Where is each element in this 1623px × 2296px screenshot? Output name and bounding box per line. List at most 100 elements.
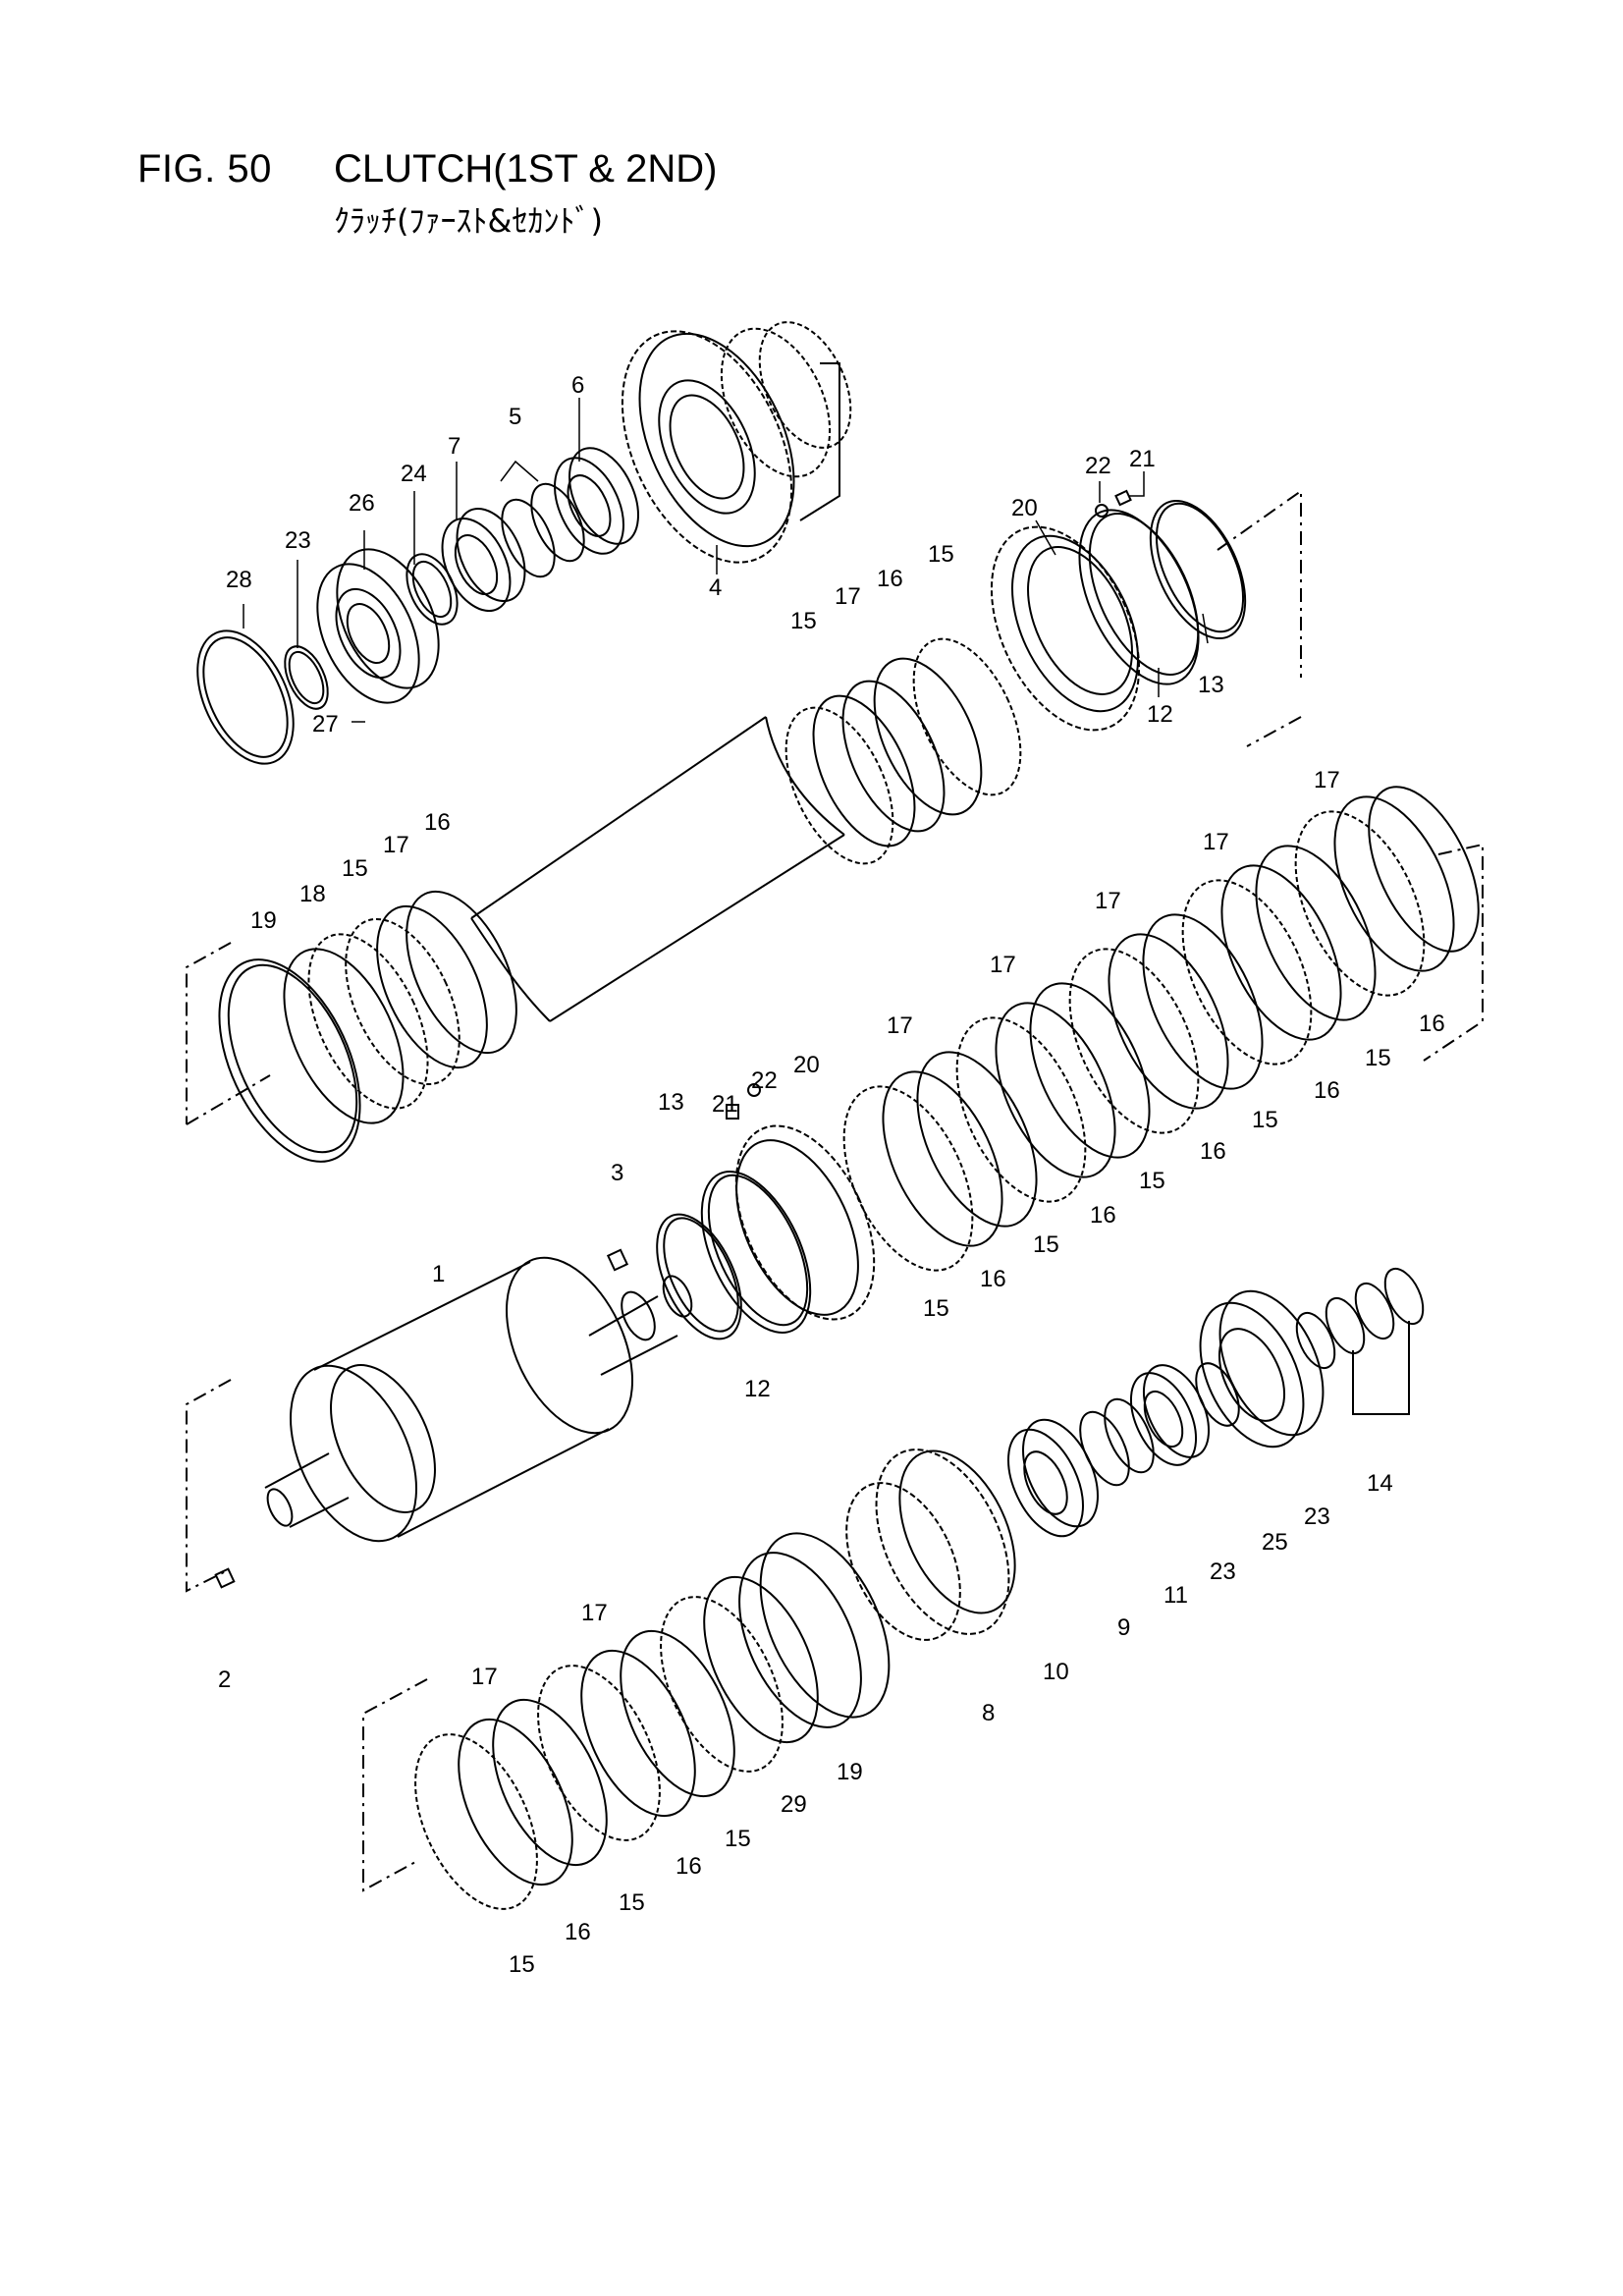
figure-number: FIG. 50: [137, 147, 272, 191]
bracket-middle-right: [1423, 843, 1484, 1062]
callout-18: 18: [299, 881, 326, 907]
figure-subtitle: ｸﾗｯﾁ(ﾌｧｰｽﾄ&ｾｶﾝﾄﾞ): [334, 202, 603, 240]
callout-11: 11: [1163, 1582, 1188, 1609]
callout-29: 29: [781, 1791, 807, 1818]
gear-4: [621, 321, 852, 564]
callout-15: 15: [619, 1889, 645, 1916]
callout-12: 12: [1147, 701, 1173, 728]
plates-middle-row: [842, 786, 1480, 1272]
callout-21: 21: [1129, 446, 1156, 472]
callout-10: 10: [1043, 1659, 1069, 1685]
callout-9: 9: [1117, 1614, 1130, 1641]
callout-15: 15: [928, 541, 954, 568]
callout-7: 7: [448, 433, 460, 460]
callout-17: 17: [887, 1012, 913, 1039]
callout-16: 16: [1314, 1077, 1340, 1104]
bearing-25: [1199, 1289, 1325, 1449]
seal-ring-12-lower: [700, 1171, 812, 1334]
callout-16: 16: [676, 1853, 702, 1880]
clutch-drum-20-lower: [734, 1124, 876, 1321]
plug-21-upper: [1114, 489, 1132, 507]
callout-23: 23: [285, 527, 311, 554]
plates-upper-right: [784, 637, 1022, 865]
ball-22-lower: [747, 1083, 761, 1097]
callout-17: 17: [990, 952, 1016, 978]
callout-13: 13: [1198, 672, 1224, 698]
clutch-drum-20-upper: [990, 525, 1141, 732]
snap-ring-28: [196, 629, 295, 765]
callout-16: 16: [565, 1919, 591, 1945]
callout-labels: 28 23 26 24 7 5 6 4 27 22 21 20 15 17 16…: [218, 372, 1445, 1978]
callout-15: 15: [725, 1826, 751, 1852]
snap-ring-19-left: [218, 958, 361, 1163]
callout-20: 20: [793, 1052, 820, 1078]
plug-3: [606, 1248, 629, 1272]
callout-6: 6: [571, 372, 584, 399]
callout-1: 1: [432, 1261, 445, 1287]
callout-24: 24: [401, 461, 427, 487]
callout-22: 22: [751, 1067, 778, 1094]
callout-14: 14: [1367, 1470, 1393, 1497]
callout-23: 23: [1210, 1558, 1236, 1585]
callout-2: 2: [218, 1667, 231, 1693]
bracket-lower-left: [362, 1678, 428, 1892]
callout-5: 5: [509, 404, 521, 430]
callout-15: 15: [1365, 1045, 1391, 1071]
callout-15: 15: [923, 1295, 949, 1322]
plug-21-lower: [726, 1104, 739, 1120]
seal-ring-13-lower: [656, 1213, 742, 1340]
bearing-7: [441, 507, 526, 613]
bracket-shaft: [186, 1379, 232, 1593]
callout-16: 16: [1090, 1202, 1116, 1229]
callout-17: 17: [581, 1600, 608, 1626]
seal-rings-14: [1325, 1267, 1425, 1355]
seal-ring-12-upper: [1078, 509, 1200, 685]
shaft-cutaway: [470, 716, 845, 1022]
bracket-upper-right: [799, 362, 840, 521]
leader-14: [1352, 1321, 1410, 1415]
callout-22: 22: [1085, 453, 1111, 479]
callout-19: 19: [837, 1759, 863, 1785]
callout-12: 12: [744, 1376, 771, 1402]
callout-15: 15: [342, 855, 368, 882]
seal-ring-13-upper: [1149, 499, 1247, 640]
callout-15: 15: [1139, 1168, 1165, 1194]
callout-17: 17: [1314, 767, 1340, 793]
callout-16: 16: [424, 809, 451, 836]
callout-19: 19: [250, 907, 277, 934]
callout-21: 21: [712, 1091, 738, 1118]
bracket-left-middle: [186, 942, 232, 1124]
callout-16: 16: [1200, 1138, 1226, 1165]
callout-4: 4: [709, 574, 722, 601]
callout-17: 17: [1095, 888, 1121, 914]
bracket-drum-upper: [1217, 489, 1302, 678]
main-shaft-1: [264, 1256, 693, 1543]
bearing-26: [316, 548, 440, 704]
snap-ring-23-lower-b: [1295, 1311, 1336, 1370]
callout-17: 17: [1203, 829, 1229, 855]
callout-16: 16: [980, 1266, 1006, 1292]
lower-plate-stack: [414, 1532, 891, 1910]
bracket-left-middle-b: [186, 1074, 271, 1125]
snap-ring-23-upper: [284, 645, 329, 710]
callout-15: 15: [1033, 1231, 1059, 1258]
leader-lines: [243, 398, 1209, 723]
callout-25: 25: [1262, 1529, 1288, 1556]
gear-8: [845, 1449, 1016, 1641]
callout-17: 17: [383, 832, 409, 858]
ball-22-upper: [1095, 504, 1109, 518]
callout-3: 3: [611, 1160, 623, 1186]
figure-title: CLUTCH(1ST & 2ND): [334, 147, 718, 191]
split-rings-9: [1079, 1397, 1155, 1487]
bearing-6: [554, 447, 639, 555]
callout-27: 27: [312, 711, 339, 738]
callout-20: 20: [1011, 495, 1038, 521]
callout-28: 28: [226, 567, 252, 593]
bearing-10: [1007, 1418, 1099, 1538]
callout-16: 16: [877, 566, 903, 592]
bearing-11: [1129, 1364, 1211, 1466]
plates-left-middle: [283, 890, 517, 1124]
callout-15: 15: [790, 608, 817, 634]
